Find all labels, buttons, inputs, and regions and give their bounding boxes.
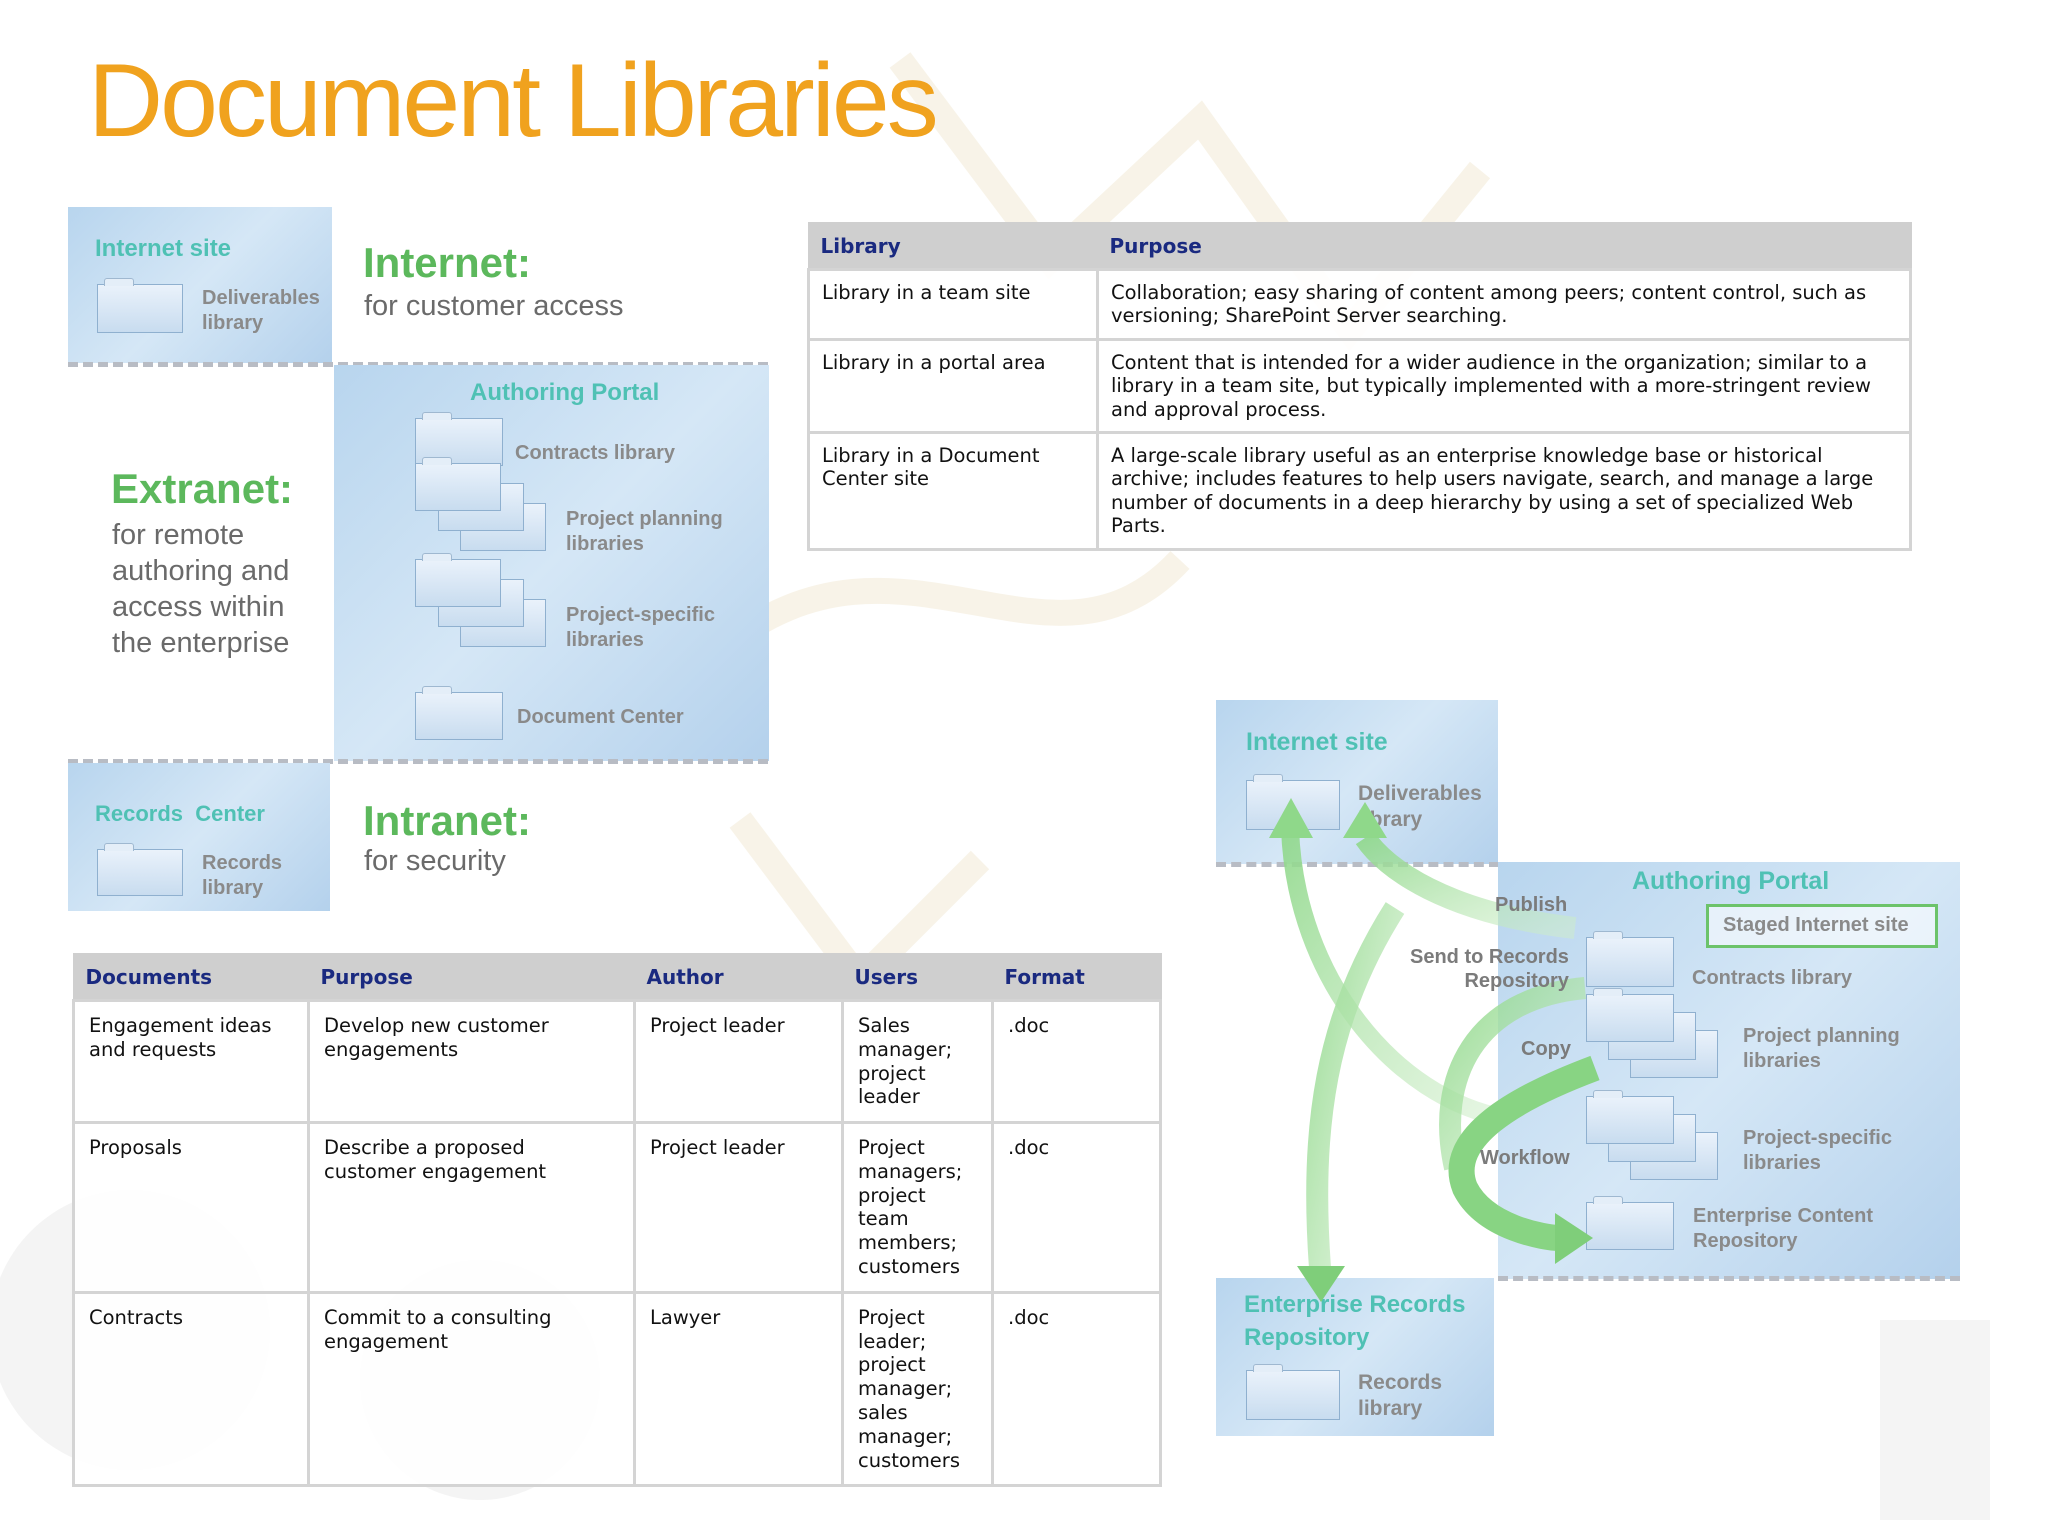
table-cell: Library in a team site — [807, 268, 1099, 341]
column-header: Format — [991, 953, 1162, 1002]
publish-arrow — [1343, 802, 1577, 939]
table-cell: Library in a portal area — [807, 337, 1099, 434]
enterprise-content-repository-label: Enterprise Content Repository — [1693, 1205, 1874, 1252]
column-header: Author — [633, 953, 844, 1002]
internet-site-title: Internet site — [1246, 728, 1388, 756]
intranet-zone-subtitle: for security — [364, 845, 506, 877]
table-cell: Project leader — [633, 1121, 844, 1294]
table-row: Library in a team site Collaboration; ea… — [807, 268, 1912, 341]
folder-stack-icon — [415, 553, 501, 607]
folder-icon — [1586, 1196, 1674, 1250]
table-cell: .doc — [991, 1121, 1162, 1294]
left-zone-diagram: Internet site Deliverables library Inter… — [66, 205, 771, 912]
column-header: Documents — [72, 953, 310, 1002]
folder-stack-icon — [415, 457, 501, 511]
records-center-title: Records Center — [95, 801, 265, 826]
project-planning-libraries-label: Project planning libraries — [1743, 1025, 1900, 1072]
workflow-arrow — [1448, 1055, 1600, 1264]
records-library-label: Records library — [202, 852, 283, 899]
send-to-records-arrow — [1297, 902, 1405, 1302]
column-header: Purpose — [1096, 222, 1912, 271]
send-to-records-label: Send to Records Repository — [1410, 946, 1569, 992]
internet-zone-title: Internet: — [363, 239, 531, 286]
internet-zone-subtitle: for customer access — [364, 290, 624, 322]
table-cell: Proposals — [72, 1121, 310, 1294]
zone-divider — [1498, 1276, 1960, 1281]
internet-site-panel: Internet site Deliverables library — [68, 207, 332, 363]
staged-internet-site: Staged Internet site — [1706, 904, 1938, 948]
authoring-portal-title: Authoring Portal — [1632, 867, 1830, 895]
table-row: Proposals Describe a proposed customer e… — [72, 1121, 1162, 1294]
staged-internet-site-label: Staged Internet site — [1723, 914, 1909, 936]
column-header: Library — [807, 222, 1099, 271]
page-title: Document Libraries — [88, 43, 939, 159]
table-cell: Engagement ideas and requests — [72, 998, 310, 1125]
enterprise-records-repository-title: Enterprise Records Repository — [1244, 1291, 1466, 1351]
table-cell: Project managers; project team members; … — [841, 1121, 994, 1294]
zone-divider — [68, 362, 768, 367]
extranet-zone-title: Extranet: — [111, 465, 294, 512]
library-purpose-table: Library Purpose Library in a team site C… — [807, 222, 1912, 551]
table-cell: .doc — [991, 1290, 1162, 1488]
records-center-panel: Records Center Records library — [68, 763, 330, 911]
project-planning-libraries-label: Project planning libraries — [566, 508, 723, 555]
table-row: Contracts Commit to a consulting engagem… — [72, 1290, 1162, 1488]
authoring-portal-title: Authoring Portal — [470, 379, 660, 406]
zone-divider — [68, 759, 768, 764]
deliverables-library-label: Deliverables library — [202, 287, 320, 334]
table-cell: Lawyer — [633, 1290, 844, 1488]
table-cell: Collaboration; easy sharing of content a… — [1096, 268, 1912, 341]
workflow-label: Workflow — [1480, 1147, 1570, 1169]
folder-icon — [97, 278, 183, 333]
table-cell: Sales manager; project leader — [841, 998, 994, 1125]
table-cell: Library in a Document Center site — [807, 430, 1099, 551]
table-cell: Project leader; project manager; sales m… — [841, 1290, 994, 1488]
folder-stack-icon — [1586, 1090, 1674, 1144]
project-specific-libraries-label: Project-specific libraries — [566, 604, 715, 651]
table-cell: Contracts — [72, 1290, 310, 1488]
extranet-zone-subtitle: for remote authoring and access within t… — [112, 519, 290, 659]
copy-label: Copy — [1521, 1038, 1571, 1060]
table-header-row: Library Purpose — [807, 222, 1912, 271]
column-header: Purpose — [307, 953, 636, 1002]
project-specific-libraries-label: Project-specific libraries — [1743, 1127, 1892, 1174]
table-cell: .doc — [991, 998, 1162, 1125]
table-cell: Develop new customer engagements — [307, 998, 636, 1125]
table-cell: Describe a proposed customer engagement — [307, 1121, 636, 1294]
column-header: Users — [841, 953, 994, 1002]
folder-icon — [1246, 1364, 1340, 1420]
table-cell: A large-scale library useful as an enter… — [1096, 430, 1912, 551]
table-header-row: Documents Purpose Author Users Format — [72, 953, 1162, 1002]
authoring-portal-panel: Authoring Portal Contracts library Proje… — [334, 365, 769, 761]
folder-icon — [415, 686, 503, 740]
contracts-library-label: Contracts library — [1692, 967, 1853, 989]
enterprise-records-repository-panel: Enterprise Records Repository Records li… — [1216, 1278, 1494, 1436]
table-row: Library in a portal area Content that is… — [807, 337, 1912, 434]
folder-stack-icon — [1586, 988, 1674, 1042]
contracts-library-label: Contracts library — [515, 442, 676, 464]
internet-site-title: Internet site — [95, 235, 232, 262]
right-flow-diagram: Internet site Deliverables library Autho… — [1215, 698, 1960, 1438]
table-cell: Commit to a consulting engagement — [307, 1290, 636, 1488]
table-cell: Content that is intended for a wider aud… — [1096, 337, 1912, 434]
folder-icon — [97, 843, 183, 896]
records-library-label: Records library — [1358, 1371, 1443, 1421]
table-row: Engagement ideas and requests Develop ne… — [72, 998, 1162, 1125]
table-row: Library in a Document Center site A larg… — [807, 430, 1912, 551]
documents-table: Documents Purpose Author Users Format En… — [72, 953, 1162, 1488]
zone-divider — [1216, 862, 1499, 867]
copy-arrow — [1439, 977, 1587, 1171]
document-center-label: Document Center — [517, 706, 684, 728]
table-cell: Project leader — [633, 998, 844, 1125]
flow-arrows — [1269, 798, 1600, 1302]
intranet-zone-title: Intranet: — [363, 797, 531, 844]
folder-icon — [1586, 931, 1674, 987]
publish-label: Publish — [1495, 894, 1568, 916]
